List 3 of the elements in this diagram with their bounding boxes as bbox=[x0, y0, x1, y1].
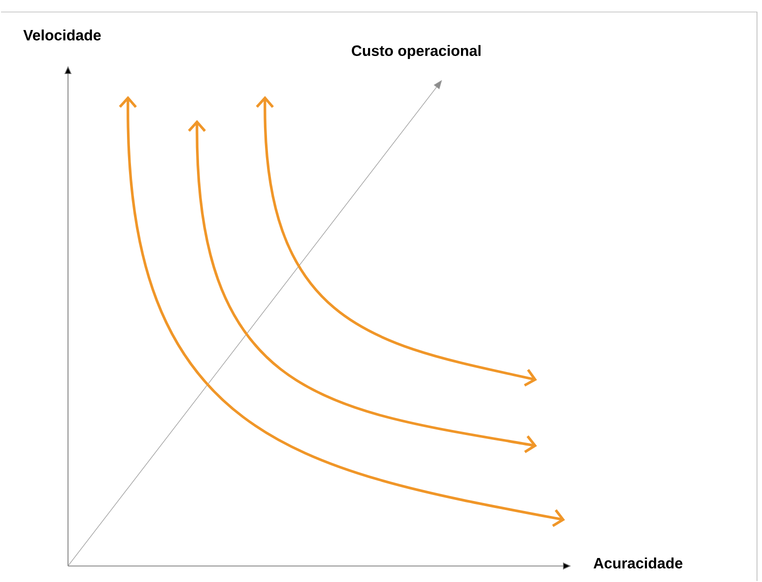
axis-label: Custo operacional bbox=[352, 45, 480, 59]
axis-label: Velocidade bbox=[23, 30, 101, 40]
axis-label: Acuracidade bbox=[594, 558, 682, 568]
